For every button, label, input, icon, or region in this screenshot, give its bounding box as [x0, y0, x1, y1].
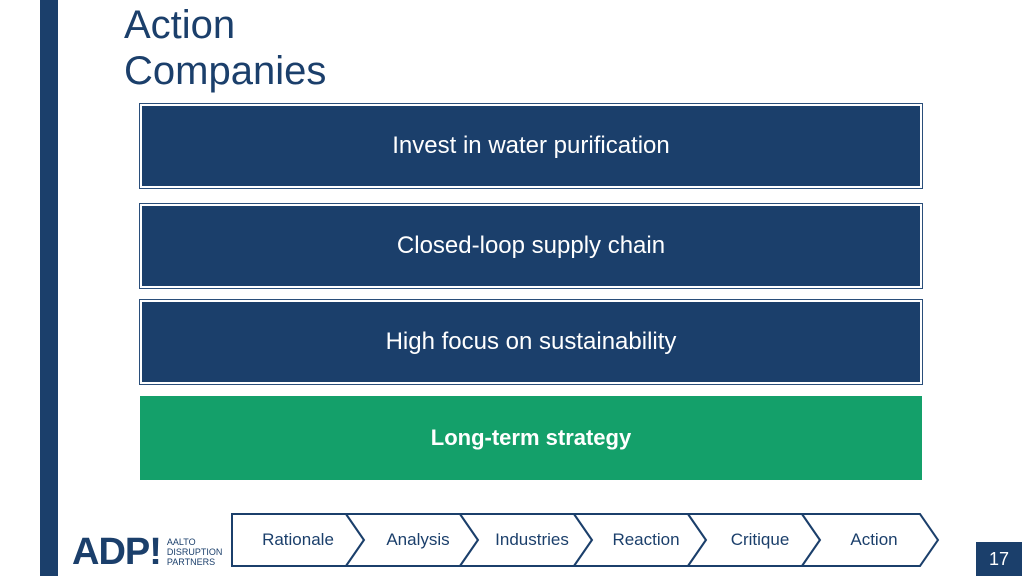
action-box-label: Invest in water purification	[392, 132, 670, 159]
action-box-long-term: Long-term strategy	[140, 396, 922, 480]
logo-subtitle-line: DISRUPTION	[166, 547, 223, 557]
nav-chevrons	[231, 513, 940, 567]
nav-step-critique[interactable]: Critique	[730, 530, 790, 549]
nav-step-reaction[interactable]: Reaction	[612, 530, 680, 549]
left-accent-bar	[40, 0, 58, 576]
nav-step-industries[interactable]: Industries	[495, 530, 569, 549]
action-box-sustainability: High focus on sustainability	[139, 299, 923, 385]
nav-chevron-action	[800, 513, 940, 567]
action-box-water: Invest in water purification	[139, 103, 923, 189]
action-box-label: Long-term strategy	[430, 425, 632, 450]
page-number: 17	[976, 542, 1022, 576]
nav-step-rationale[interactable]: Rationale	[262, 530, 334, 549]
slide-title: Action Companies	[124, 2, 326, 94]
logo-subtitle-line: PARTNERS	[166, 557, 216, 567]
title-line-2: Companies	[124, 49, 327, 93]
logo-subtitle: AALTO DISRUPTION PARTNERS	[167, 537, 223, 567]
title-line-1: Action	[124, 3, 236, 47]
action-box-label: Closed-loop supply chain	[396, 232, 666, 259]
logo-mark: ADP!	[72, 531, 162, 573]
action-box-supply-chain: Closed-loop supply chain	[139, 203, 923, 289]
company-logo: ADP! AALTO DISRUPTION PARTNERS	[72, 532, 222, 572]
nav-step-action[interactable]: Action	[850, 530, 898, 549]
section-navigation: Rationale Analysis Industries Reaction C…	[230, 512, 942, 568]
nav-step-analysis[interactable]: Analysis	[386, 530, 450, 549]
logo-subtitle-line: AALTO	[166, 537, 196, 547]
action-box-label: High focus on sustainability	[385, 328, 677, 355]
